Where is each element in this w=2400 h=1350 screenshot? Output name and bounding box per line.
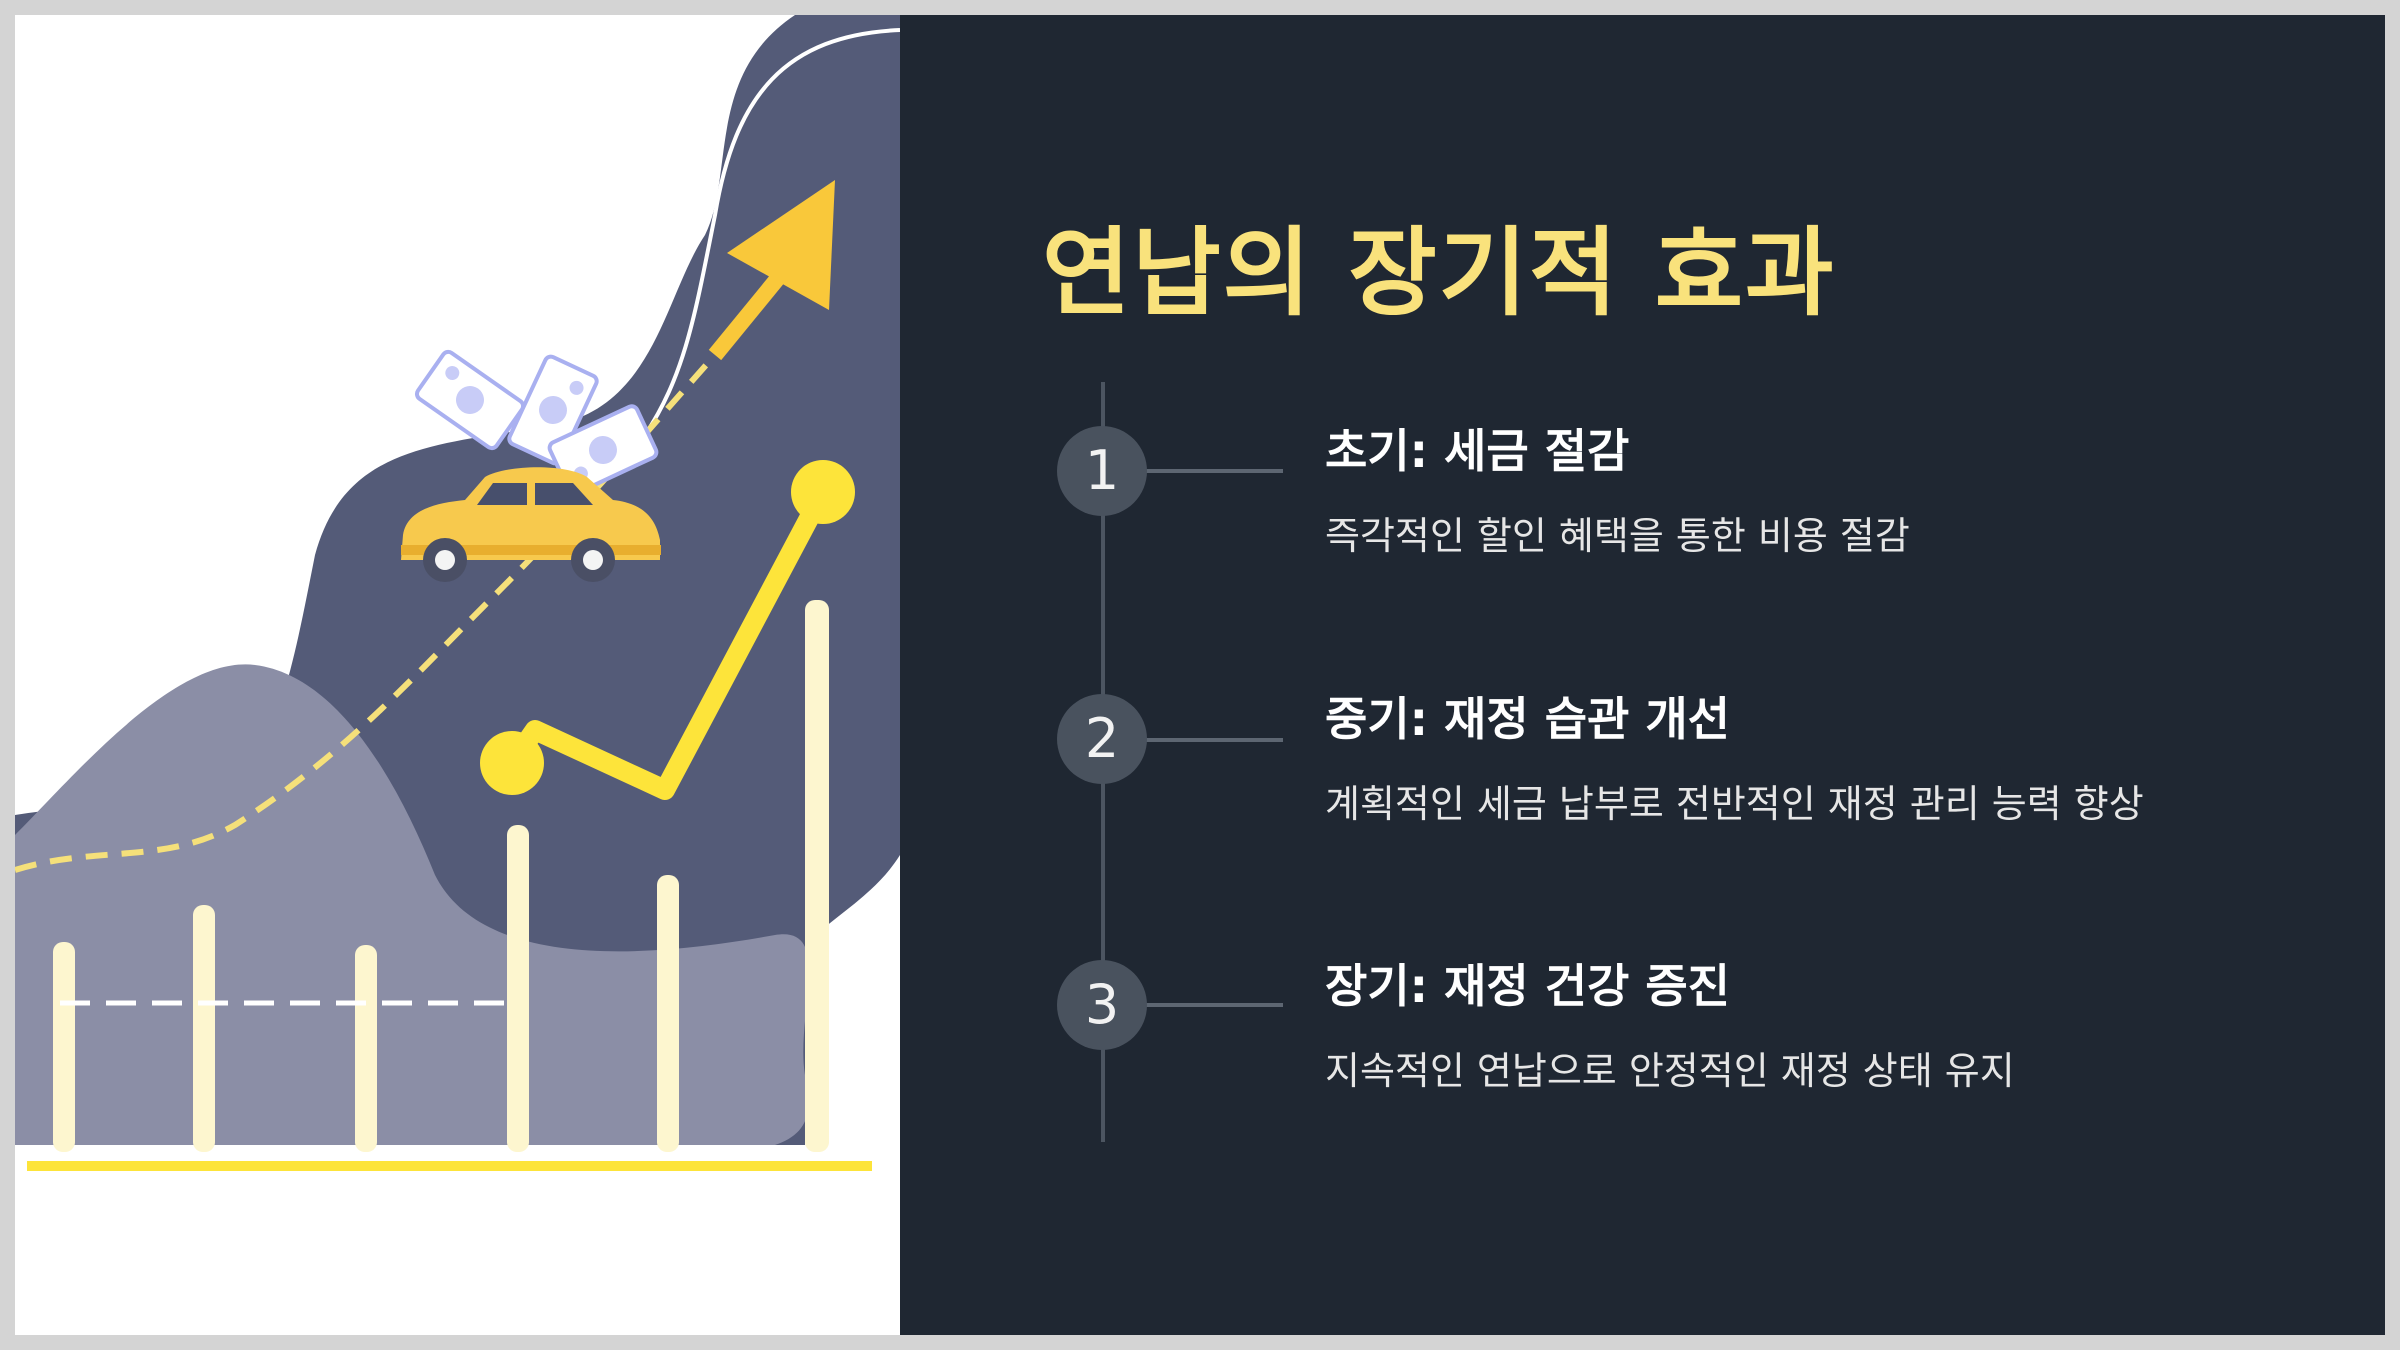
illustration-panel	[15, 15, 900, 1335]
slide-title: 연납의 장기적 효과	[1042, 217, 1836, 329]
dashed-trend-line	[15, 353, 718, 873]
bar-4	[507, 825, 529, 1152]
step-description: 즉각적인 할인 혜택을 통한 비용 절감	[1325, 514, 1910, 558]
growth-line	[480, 460, 855, 800]
step-heading: 중기: 재정 습관 개선	[1325, 692, 1730, 746]
step-heading: 초기: 세금 절감	[1325, 424, 1630, 478]
step-connector	[1143, 1003, 1283, 1007]
bar-2	[193, 905, 215, 1152]
bar-5	[657, 875, 679, 1152]
step-heading: 장기: 재정 건강 증진	[1325, 959, 1730, 1013]
step-connector	[1143, 738, 1283, 742]
baseline	[27, 1161, 872, 1171]
growth-illustration	[15, 15, 900, 1171]
bar-columns	[53, 600, 829, 1152]
rising-arrow-icon	[708, 180, 835, 361]
step-description: 지속적인 연납으로 안정적인 재정 상태 유지	[1325, 1049, 2015, 1093]
content-panel	[900, 15, 2385, 1335]
bar-3	[355, 945, 377, 1152]
step-number-badge: 3	[1057, 960, 1147, 1050]
step-number-badge: 2	[1057, 694, 1147, 784]
white-curve-line	[643, 28, 900, 437]
bar-1	[53, 942, 75, 1152]
car-icon	[401, 467, 661, 582]
step-number-badge: 1	[1057, 426, 1147, 516]
money-bills-icon	[414, 349, 659, 496]
step-description: 계획적인 세금 납부로 전반적인 재정 관리 능력 향상	[1325, 782, 2144, 826]
bar-6	[805, 600, 829, 1152]
step-connector	[1143, 469, 1283, 473]
